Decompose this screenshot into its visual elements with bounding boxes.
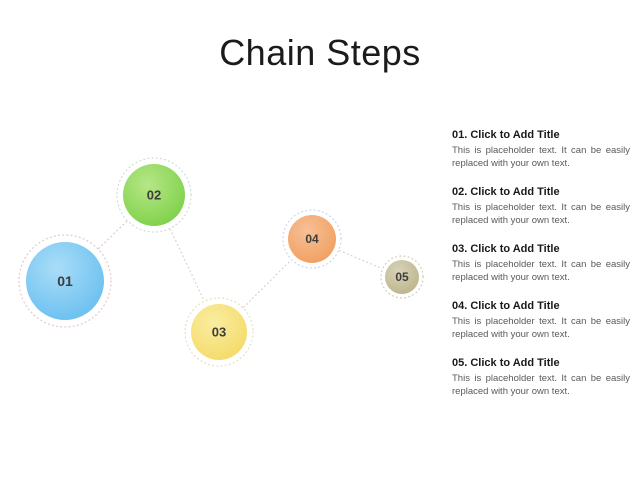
legend-item-02: 02. Click to Add Title This is placehold… — [452, 185, 632, 227]
legend-item-title[interactable]: 04. Click to Add Title — [452, 300, 560, 312]
chain-node-01[interactable] — [26, 242, 104, 320]
chain-node-label-02: 02 — [147, 188, 161, 203]
legend-column: 01. Click to Add Title This is placehold… — [452, 128, 632, 413]
legend-item-title[interactable]: 01. Click to Add Title — [452, 129, 560, 141]
legend-item-03: 03. Click to Add Title This is placehold… — [452, 242, 632, 284]
chain-node-label-04: 04 — [305, 232, 319, 246]
connector-02-03 — [169, 228, 205, 301]
chain-node-ring-05 — [380, 255, 424, 299]
chain-node-ring-01 — [18, 234, 112, 328]
chain-node-03[interactable] — [191, 304, 247, 360]
legend-item-title[interactable]: 03. Click to Add Title — [452, 243, 560, 255]
legend-item-body: This is placeholder text. It can be easi… — [452, 316, 630, 340]
legend-item-04: 04. Click to Add Title This is placehold… — [452, 299, 632, 341]
chain-node-ring-02 — [116, 157, 192, 233]
connector-01-02 — [98, 220, 128, 249]
connector-03-04 — [243, 259, 292, 308]
legend-item-05: 05. Click to Add Title This is placehold… — [452, 356, 632, 398]
legend-item-title[interactable]: 02. Click to Add Title — [452, 186, 560, 198]
legend-item-01: 01. Click to Add Title This is placehold… — [452, 128, 632, 170]
legend-item-body: This is placeholder text. It can be easi… — [452, 373, 630, 397]
chain-node-04[interactable] — [288, 215, 336, 263]
chain-node-ring-03 — [184, 297, 254, 367]
chain-node-label-01: 01 — [57, 273, 73, 289]
connector-04-05 — [339, 250, 383, 270]
chain-node-label-05: 05 — [395, 270, 409, 284]
legend-item-title[interactable]: 05. Click to Add Title — [452, 357, 560, 369]
chain-node-02[interactable] — [123, 164, 185, 226]
legend-item-body: This is placeholder text. It can be easi… — [452, 259, 630, 283]
chain-node-05[interactable] — [385, 260, 419, 294]
legend-item-body: This is placeholder text. It can be easi… — [452, 145, 630, 169]
chain-node-ring-04 — [282, 209, 342, 269]
chain-node-label-03: 03 — [212, 325, 226, 340]
slide-title: Chain Steps — [219, 32, 421, 73]
legend-item-body: This is placeholder text. It can be easi… — [452, 202, 630, 226]
